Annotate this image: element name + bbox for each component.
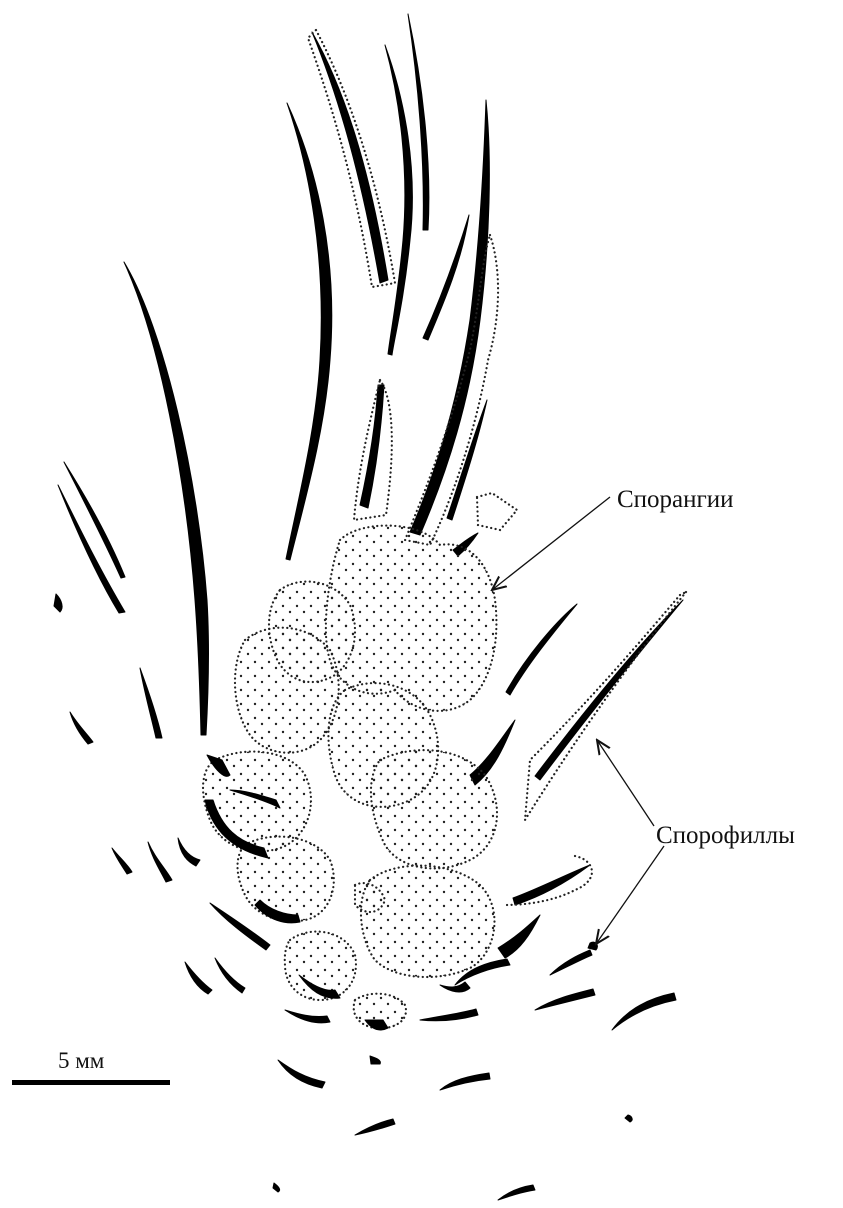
leaf-far-left (124, 262, 209, 735)
leaf-mid-5 (423, 215, 469, 340)
scale-bar-line (12, 1080, 170, 1085)
sporophyll-right-4 (498, 915, 540, 958)
sporangia-label: Спорангии (617, 486, 734, 513)
sporophyll-arrow-lower (596, 846, 664, 944)
scale-bar: 5 мм (12, 1048, 170, 1085)
sporophylls-label: Спорофиллы (656, 822, 795, 849)
sporangia-arrow (492, 497, 610, 590)
sporophyll-right-1 (506, 604, 577, 695)
leaf-left-upper-2 (58, 485, 125, 613)
leaf-right-tall (410, 100, 489, 535)
sporophyll-arrow-upper (597, 740, 654, 826)
leaf-mid-3 (385, 45, 412, 355)
leaf-mid-1 (286, 103, 332, 560)
small-box-sporangium (477, 493, 517, 530)
scale-bar-label: 5 мм (58, 1048, 105, 1073)
sporangia-cluster (203, 526, 497, 1029)
leaves (58, 14, 686, 958)
leaf-center-1 (360, 385, 384, 508)
